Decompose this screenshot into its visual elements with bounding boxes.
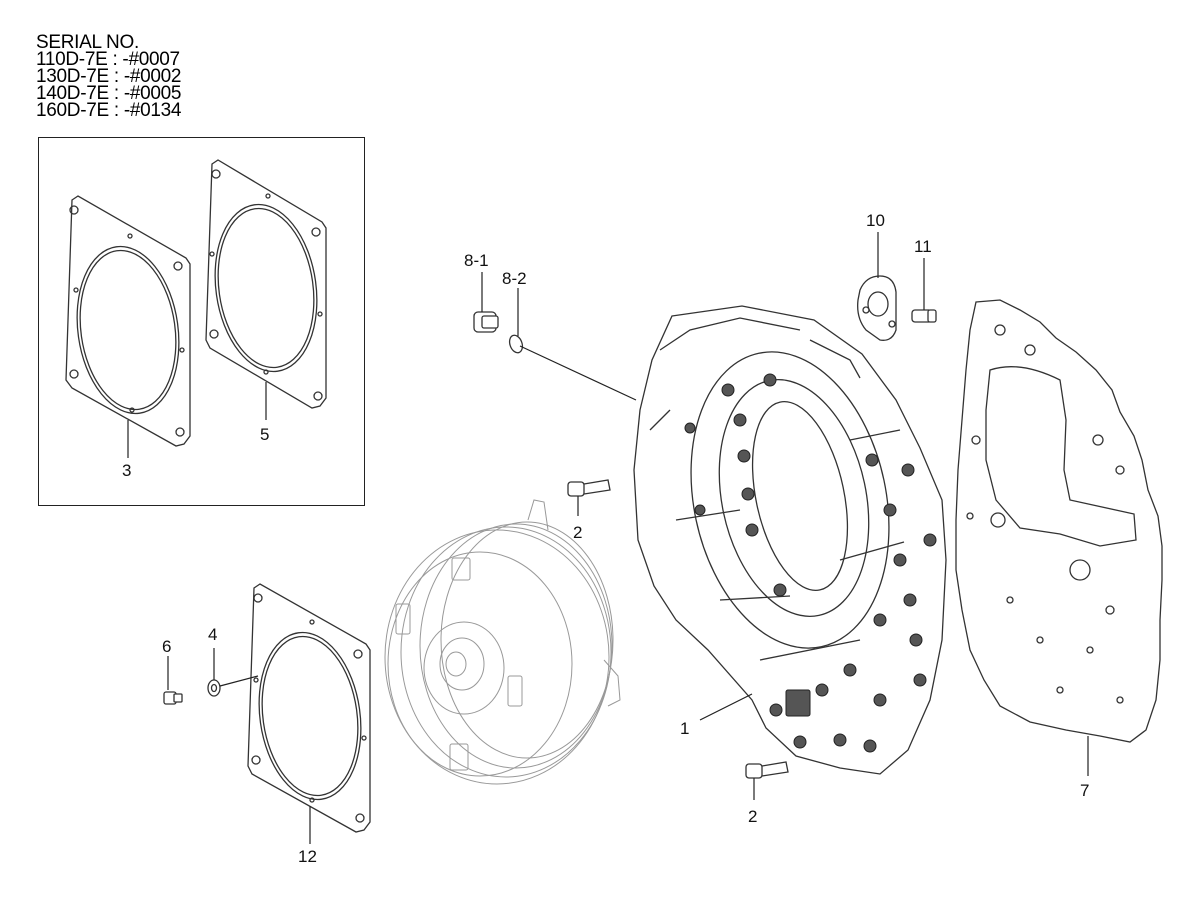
part-2-bolt-lower[interactable] [745,761,789,779]
callout-12: 12 [298,847,317,866]
callout-10: 10 [866,211,885,230]
serial-line: 130D-7E : -#0002 [36,66,182,87]
part-8-2-o-ring[interactable] [507,333,524,354]
callout-4: 4 [208,625,217,644]
part-4-washer[interactable] [207,679,221,697]
serial-number-block: SERIAL NO. 110D-7E : -#0007 130D-7E : -#… [36,32,182,121]
part-12-gasket-plate[interactable] [247,583,371,833]
callout-8-1: 8-1 [464,251,489,270]
torque-converter [384,499,621,785]
callout-1: 1 [680,719,689,738]
callout-3: 3 [122,461,131,480]
callout-11: 11 [914,237,932,256]
serial-heading: SERIAL NO. [36,32,139,53]
callout-8-2: 8-2 [502,269,527,288]
callout-2-upper: 2 [573,523,582,542]
inset-frame [38,137,365,506]
serial-line: 160D-7E : -#0134 [36,100,182,121]
serial-line: 110D-7E : -#0007 [36,49,180,70]
part-10-flange[interactable] [857,275,897,341]
callout-7: 7 [1080,781,1089,800]
part-11-bolt[interactable] [911,309,937,323]
part-8-1-plug[interactable] [473,311,499,333]
serial-line: 140D-7E : -#0005 [36,83,182,104]
housing-bolt-holes [684,373,937,753]
callout-5: 5 [260,425,269,444]
part-6-bolt[interactable] [163,691,183,705]
callout-2-lower: 2 [748,807,757,826]
part-5-gasket-plate[interactable] [205,159,327,409]
callout-6: 6 [162,637,171,656]
leader-lines [127,232,1089,844]
part-2-bolt-upper[interactable] [567,479,611,497]
part-3-gasket-plate[interactable] [65,195,191,447]
part-1-flywheel-housing[interactable] [633,305,947,775]
callout-labels: 3 5 12 6 4 8-1 8-2 2 2 1 10 11 7 [122,211,1089,866]
part-7-adapter-plate[interactable] [955,299,1163,743]
